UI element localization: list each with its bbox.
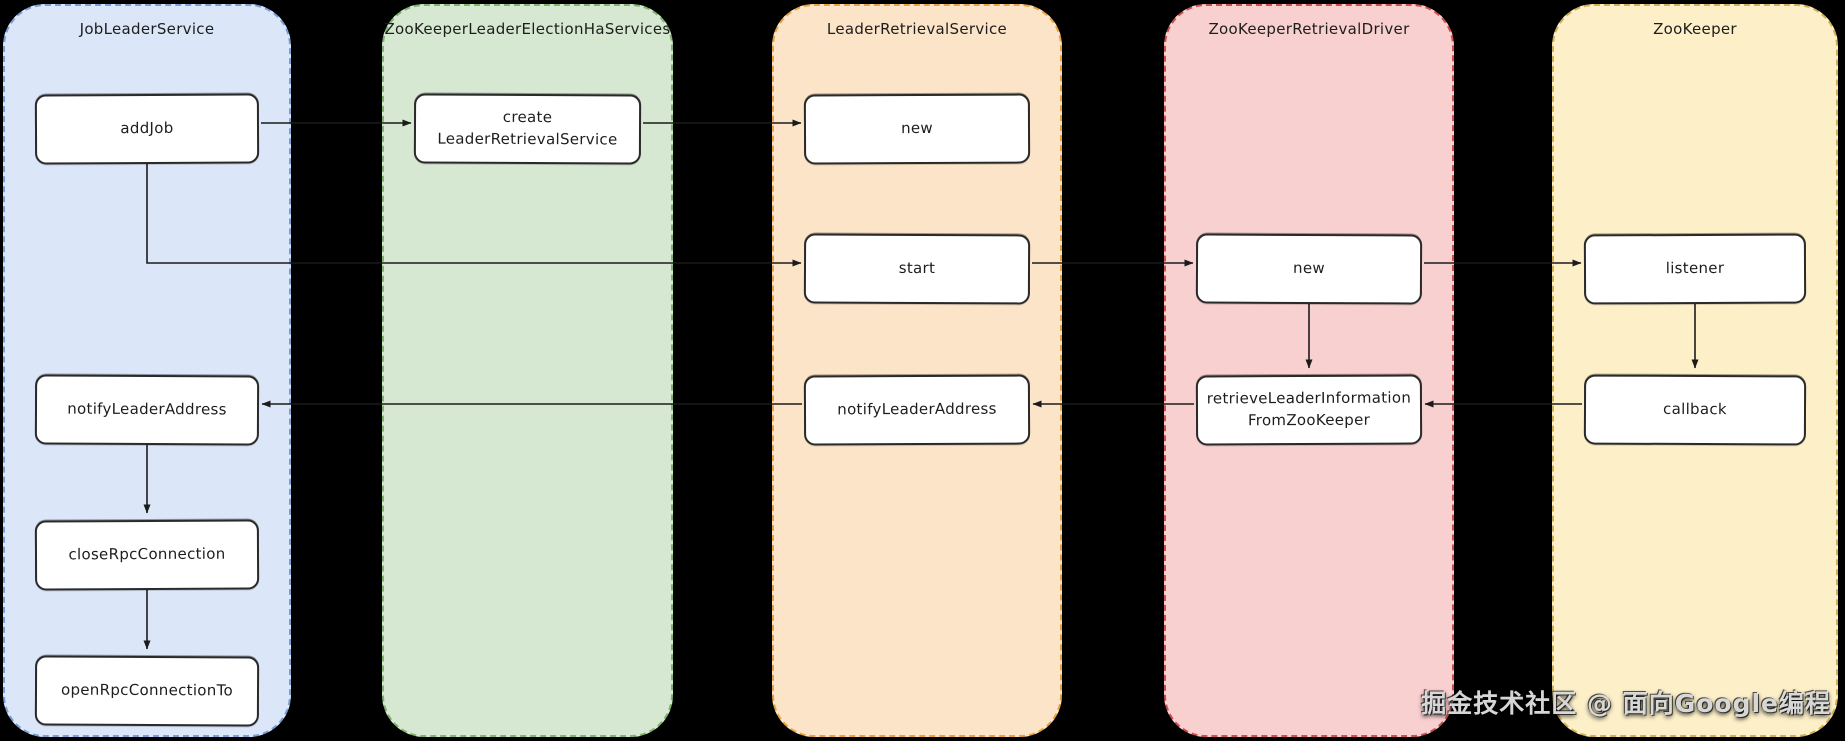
lane-title-job-leader-service: JobLeaderService <box>79 20 215 38</box>
node-new-driver: new <box>1195 233 1423 305</box>
node-retrieve-leader-information-from-zookeeper: retrieveLeaderInformation FromZooKeeper <box>1195 374 1423 446</box>
lane-title-zookeeper-leader-election-ha-services: ZooKeeperLeaderElectionHaServices <box>384 20 671 38</box>
node-close-rpc-connection: closeRpcConnection <box>34 519 260 591</box>
node-callback: callback <box>1583 374 1807 446</box>
lane-leader-retrieval-service: LeaderRetrievalService new start notifyL… <box>772 4 1062 737</box>
node-notify-leader-address-jls: notifyLeaderAddress <box>34 374 260 446</box>
arrow-addjob-to-start <box>146 158 802 267</box>
lane-zookeeper-retrieval-driver: ZooKeeperRetrievalDriver new retrieveLea… <box>1164 4 1454 737</box>
node-listener: listener <box>1583 233 1807 305</box>
watermark: 掘金技术社区 @ 面向Google编程 <box>1421 689 1831 718</box>
node-notify-leader-address-lrs: notifyLeaderAddress <box>803 374 1031 446</box>
node-open-rpc-connection-to: openRpcConnectionTo <box>34 655 260 727</box>
node-add-job: addJob <box>34 93 260 165</box>
node-new-lrs: new <box>803 93 1031 165</box>
lane-title-zookeeper: ZooKeeper <box>1653 20 1737 38</box>
node-create-leader-retrieval-service: create LeaderRetrievalService <box>413 93 642 165</box>
lane-title-leader-retrieval-service: LeaderRetrievalService <box>826 20 1008 38</box>
node-start: start <box>803 233 1031 305</box>
lane-zookeeper: ZooKeeper listener callback <box>1552 4 1838 737</box>
lane-title-zookeeper-retrieval-driver: ZooKeeperRetrievalDriver <box>1208 20 1410 38</box>
lane-zookeeper-leader-election-ha-services: ZooKeeperLeaderElectionHaServices create… <box>382 4 673 737</box>
